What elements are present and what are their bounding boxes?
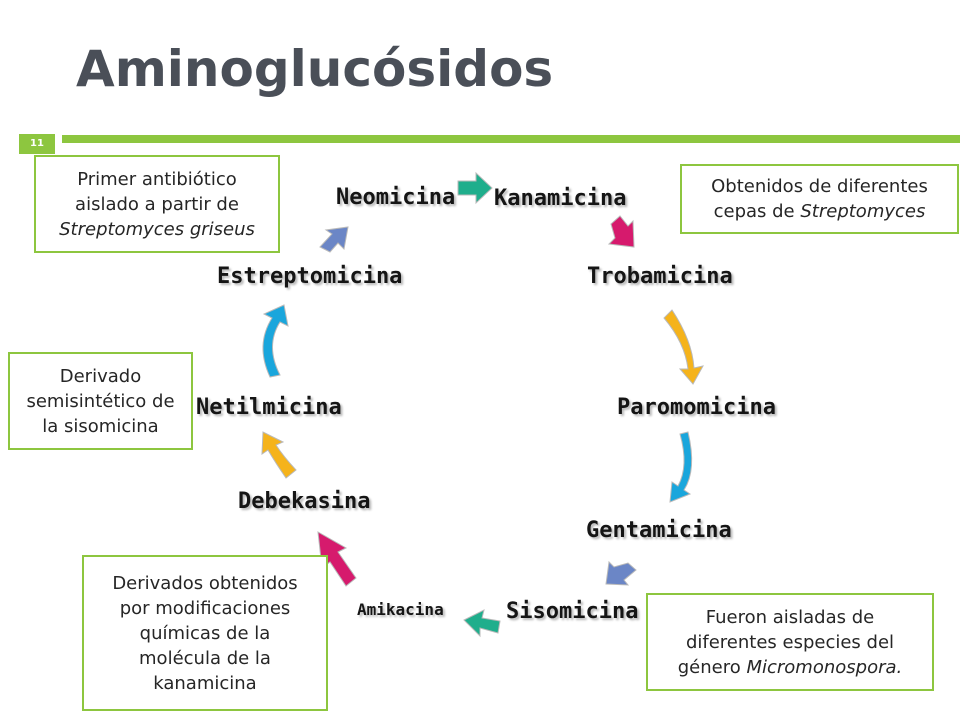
note-micromonospora: Fueron aisladas de diferentes especies d… [646, 593, 934, 691]
arrow-neomicina-kanamicina [457, 171, 493, 205]
note-line: cepas de [713, 201, 801, 222]
note-kanamycin-derivatives: Derivados obtenidos por modificaciones q… [82, 555, 328, 711]
drug-paromomicina: Paromomicina [617, 395, 776, 420]
drug-netilmicina: Netilmicina [196, 395, 342, 420]
note-line: kanamicina [153, 672, 257, 694]
arrow-kanamicina-trobamicina [607, 215, 635, 248]
note-streptomycin-origin: Primer antibiótico aislado a partir de S… [34, 155, 280, 253]
title-divider [62, 135, 960, 143]
note-line: aislado a partir de [75, 193, 239, 215]
note-line: género [677, 656, 747, 678]
note-species: Streptomyces griseus [59, 218, 255, 240]
note-line: Derivados obtenidos [112, 572, 298, 594]
note-genus: Micromonospora. [746, 656, 903, 678]
note-line: diferentes especies del [685, 631, 895, 653]
drug-debekasina: Debekasina [238, 489, 371, 514]
arrow-amikacina-debekasina [317, 531, 357, 587]
note-netilmicin-derivative: Derivado semisintético de la sisomicina [8, 352, 193, 450]
drug-kanamicina: Kanamicina [494, 186, 627, 211]
drug-neomicina: Neomicina [336, 185, 456, 210]
arrow-trobamicina-paromomicina [663, 309, 704, 385]
arrow-sisomicina-amikacina [463, 609, 501, 638]
drug-amikacina: Amikacina [357, 600, 444, 619]
note-line: la sisomicina [42, 415, 159, 437]
drug-gentamicina: Gentamicina [586, 518, 732, 543]
arrow-estreptomicina-neomicina [319, 226, 349, 253]
drug-estreptomicina: Estreptomicina [217, 264, 403, 289]
arrow-paromomicina-gentamicina [669, 431, 693, 503]
note-line: molécula de la [139, 647, 271, 669]
drug-trobamicina: Trobamicina [587, 264, 733, 289]
note-line: semisintético de [26, 390, 175, 412]
note-line: Fueron aisladas de [705, 606, 875, 628]
note-streptomyces-strains: Obtenidos de diferentes cepas de Strepto… [680, 164, 959, 234]
slide-number: 11 [19, 134, 55, 154]
note-genus: Streptomyces [800, 201, 926, 222]
slide-title: Aminoglucósidos [76, 40, 554, 98]
note-line: químicas de la [139, 622, 271, 644]
arrow-gentamicina-sisomicina [605, 560, 637, 586]
note-line: Obtenidos de diferentes [711, 176, 928, 197]
note-line: Primer antibiótico [77, 168, 237, 190]
drug-sisomicina: Sisomicina [506, 599, 639, 624]
note-line: Derivado [59, 365, 142, 387]
arrow-debekasina-netilmicina [261, 431, 297, 479]
note-line: por modificaciones [119, 597, 291, 619]
arrow-netilmicina-estreptomicina [262, 304, 289, 378]
